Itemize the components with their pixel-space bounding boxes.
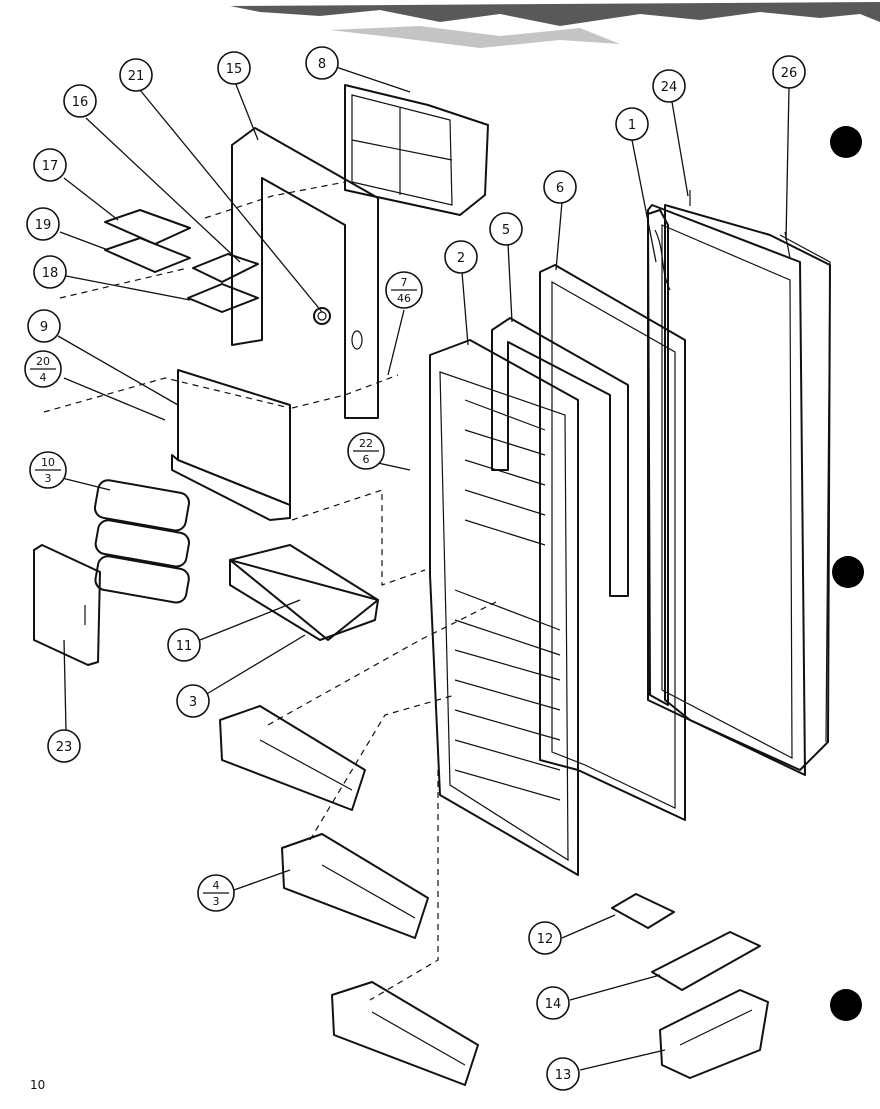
callout-6-label: 6 — [556, 181, 564, 196]
part-door-frame-6 — [539, 264, 686, 821]
callout-13-label: 13 — [555, 1068, 572, 1083]
callout-22-top: 22 — [359, 437, 373, 450]
callout-1: 1 — [615, 107, 649, 141]
callout-26-label: 26 — [781, 66, 798, 81]
callout-24-label: 24 — [661, 80, 678, 95]
part-door-liner-1 — [647, 209, 671, 706]
callout-15: 15 — [217, 51, 251, 85]
binder-hole-middle — [832, 556, 864, 588]
callout-10-top: 10 — [41, 456, 55, 469]
callout-2: 2 — [444, 240, 478, 274]
callout-7-top: 7 — [401, 276, 408, 289]
callout-10: 10 3 — [29, 451, 67, 489]
callout-15-label: 15 — [226, 62, 243, 77]
callout-5-label: 5 — [502, 223, 510, 238]
callout-21: 21 — [119, 58, 153, 92]
callout-19: 19 — [26, 207, 60, 241]
part-ice-tray-13 — [659, 989, 769, 1079]
part-door-gasket-26 — [664, 204, 831, 771]
callout-5: 5 — [489, 212, 523, 246]
scan-top-edge — [230, 2, 880, 48]
callout-17-label: 17 — [42, 159, 59, 174]
callout-8: 8 — [305, 46, 339, 80]
callout-23-label: 23 — [56, 740, 73, 755]
part-cover-plates-16-19 — [104, 209, 259, 313]
callout-7-bottom: 46 — [397, 292, 411, 305]
part-door-assembly-2 — [429, 339, 579, 876]
callout-18: 18 — [33, 255, 67, 289]
part-door-seal-5 — [491, 317, 629, 597]
callout-4: 4 3 — [197, 874, 235, 912]
callout-20-top: 20 — [36, 355, 50, 368]
callout-3: 3 — [176, 684, 210, 718]
callout-14: 14 — [536, 986, 570, 1020]
part-small-tray-12 — [611, 893, 675, 929]
callout-16: 16 — [63, 84, 97, 118]
callout-14-label: 14 — [545, 997, 562, 1012]
callout-20: 20 4 — [24, 350, 62, 388]
callout-13: 13 — [546, 1057, 580, 1091]
part-ice-housing-8 — [344, 84, 489, 216]
callout-21-label: 21 — [128, 69, 145, 84]
part-containers-10 — [93, 479, 190, 604]
callout-22: 22 6 — [347, 432, 385, 470]
callout-7: 7 46 — [385, 271, 423, 309]
part-crisper-cover-9 — [171, 369, 291, 521]
callout-2-label: 2 — [457, 251, 465, 266]
callout-1-label: 1 — [628, 118, 636, 133]
part-door-bin-bottom — [331, 981, 479, 1086]
callout-22-bottom: 6 — [363, 453, 370, 466]
callout-12: 12 — [528, 921, 562, 955]
door-shelf-rungs — [454, 399, 561, 801]
callout-18-label: 18 — [42, 266, 59, 281]
callout-11-label: 11 — [176, 639, 193, 654]
callout-11: 11 — [167, 628, 201, 662]
callout-8-label: 8 — [318, 57, 326, 72]
part-bracket-frame-15 — [231, 127, 379, 419]
part-door-bin-4 — [281, 833, 429, 939]
callout-3-label: 3 — [189, 695, 197, 710]
callout-16-label: 16 — [72, 95, 89, 110]
part-door-bin-3 — [219, 705, 366, 811]
page-number: 10 — [30, 1078, 46, 1092]
callout-23: 23 — [47, 729, 81, 763]
part-knob-21 — [313, 307, 331, 325]
callout-12-label: 12 — [537, 932, 554, 947]
binder-hole-top — [830, 126, 862, 158]
part-lid-14 — [651, 931, 761, 991]
part-outer-door-24 — [647, 190, 806, 776]
callout-4-top: 4 — [213, 879, 220, 892]
callout-20-bottom: 4 — [40, 371, 47, 384]
callouts: 1 2 3 5 6 8 9 11 12 13 14 15 16 17 18 19… — [24, 46, 806, 1091]
callout-19-label: 19 — [35, 218, 52, 233]
callout-9: 9 — [27, 309, 61, 343]
alignment-lines — [43, 181, 501, 1001]
callout-26: 26 — [772, 55, 806, 89]
part-bin-tray-11 — [229, 544, 379, 641]
part-dairy-door-23 — [33, 544, 101, 666]
callout-10-bottom: 3 — [45, 472, 52, 485]
callout-4-bottom: 3 — [213, 895, 220, 908]
callout-9-label: 9 — [40, 320, 48, 335]
callout-6: 6 — [543, 170, 577, 204]
callout-24: 24 — [652, 69, 686, 103]
callout-17: 17 — [33, 148, 67, 182]
binder-hole-bottom — [830, 989, 862, 1021]
